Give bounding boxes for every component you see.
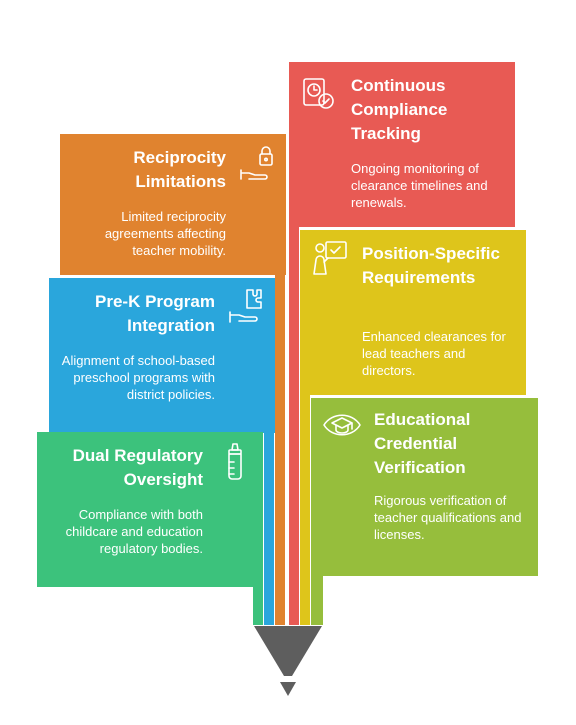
strip-orange (275, 134, 285, 625)
card-continuous-compliance: Continuous Compliance Tracking Ongoing m… (289, 62, 515, 227)
card-description: Rigorous verification of teacher qualifi… (374, 493, 522, 542)
card-description: Ongoing monitoring of clearance timeline… (351, 161, 488, 210)
card-title: Continuous Compliance Tracking (351, 76, 448, 143)
card-credential-verification: Educational Credential Verification Rigo… (312, 398, 538, 576)
clock-check-icon (303, 78, 334, 109)
card-title: Position-Specific Requirements (362, 244, 500, 287)
strip-yellow (300, 230, 310, 625)
card-description: Alignment of school-based preschool prog… (61, 353, 215, 402)
puzzle-hand-icon (229, 289, 262, 323)
card-title: Educational Credential Verification (374, 410, 471, 477)
card-prek-integration: Pre-K Program Integration Alignment of s… (49, 278, 275, 433)
card-dual-regulatory: Dual Regulatory Oversight Compliance wit… (37, 432, 263, 587)
strip-blue (264, 278, 274, 625)
card-reciprocity-limitations: Reciprocity Limitations Limited reciproc… (60, 134, 286, 275)
card-description: Compliance with both childcare and educa… (65, 507, 203, 556)
card-description: Enhanced clearances for lead teachers an… (362, 329, 506, 378)
card-title: Dual Regulatory Oversight (72, 446, 203, 489)
lock-hand-icon (240, 146, 273, 180)
card-title: Pre-K Program Integration (95, 292, 215, 335)
teacher-board-icon (313, 241, 347, 275)
card-description: Limited reciprocity agreements affecting… (104, 209, 226, 258)
strip-red (289, 62, 299, 625)
graduation-cap-icon (323, 414, 361, 436)
pencil-tip (254, 626, 322, 696)
card-title: Reciprocity Limitations (133, 148, 226, 191)
baby-bottle-icon (228, 443, 242, 480)
card-position-specific: Position-Specific Requirements Enhanced … (300, 230, 526, 395)
